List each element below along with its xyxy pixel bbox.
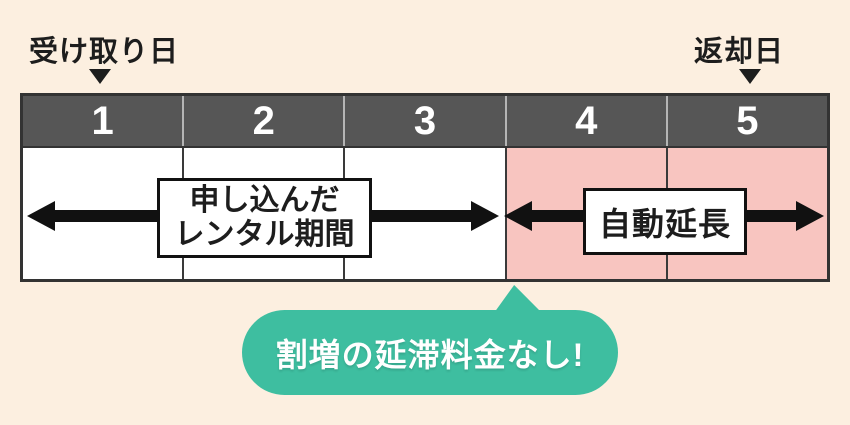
pickup-date-label: 受け取り日 xyxy=(29,36,180,68)
callout-bubble-tail xyxy=(494,285,542,313)
return-marker-triangle-icon xyxy=(739,69,761,84)
callout-text: 割増の延滞料金なし! xyxy=(275,336,585,373)
arrow-head-right-icon xyxy=(471,201,499,231)
rental-period-label-box: 申し込んだ レンタル期間 xyxy=(157,178,372,258)
callout-bubble: 割増の延滞料金なし! xyxy=(242,310,618,395)
day-header-cell-2: 2 xyxy=(182,96,343,146)
day-header-cell-5: 5 xyxy=(665,96,827,146)
day-header-cell-1: 1 xyxy=(91,98,114,143)
return-date-label: 返却日 xyxy=(694,36,785,68)
auto-extension-label-box: 自動延長 xyxy=(583,188,747,255)
arrow-head-right-icon xyxy=(796,201,824,231)
auto-extension-label: 自動延長 xyxy=(598,205,731,242)
arrow-head-left-icon xyxy=(504,201,532,231)
pickup-marker-triangle-icon xyxy=(89,69,111,84)
rental-period-label-line2: レンタル期間 xyxy=(174,218,355,251)
arrow-head-left-icon xyxy=(27,201,55,231)
day-header-row: 1 2 3 4 5 xyxy=(23,96,827,148)
day-header-cell-3: 3 xyxy=(343,96,504,146)
rental-period-label-line1: 申し込んだ xyxy=(189,183,340,217)
day-header-cell-4: 4 xyxy=(504,96,666,146)
